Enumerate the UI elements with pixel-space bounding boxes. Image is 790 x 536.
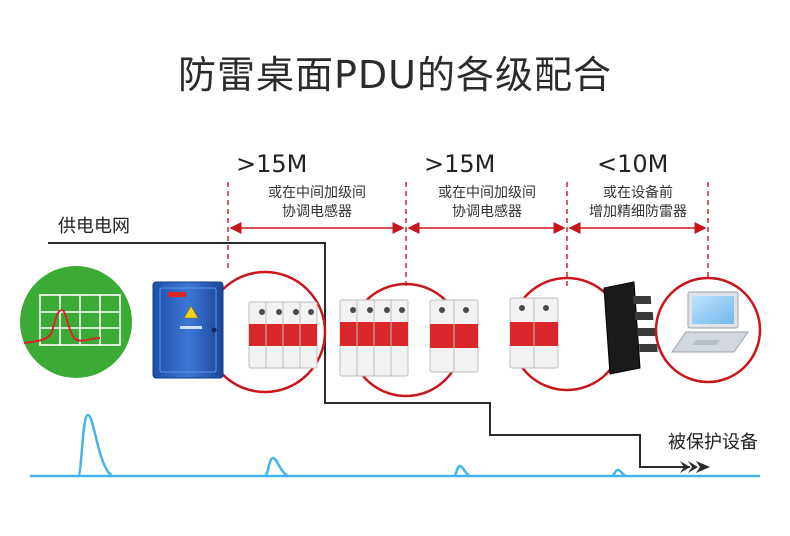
power-grid-icon bbox=[20, 266, 132, 378]
laptop-icon bbox=[671, 291, 749, 353]
segment-note-2-line1: 或在中间加级间 bbox=[438, 185, 536, 201]
surge-spike-4 bbox=[611, 468, 627, 478]
distance-label-3: <10M bbox=[597, 150, 669, 178]
surge-spike-2 bbox=[264, 456, 289, 478]
segment-note-2: 或在中间加级间 协调电感器 bbox=[408, 184, 566, 222]
segment-note-1-line1: 或在中间加级间 bbox=[268, 185, 366, 201]
surge-waveform bbox=[30, 413, 760, 478]
segment-note-3-line1: 或在设备前 bbox=[603, 185, 673, 201]
segment-note-2-line2: 协调电感器 bbox=[452, 204, 522, 220]
protected-equipment-label: 被保护设备 bbox=[668, 432, 758, 453]
page-title: 防雷桌面PDU的各级配合 bbox=[178, 53, 612, 97]
power-line bbox=[48, 242, 690, 468]
spd-module-2pole-1 bbox=[429, 299, 479, 373]
surge-spike-1 bbox=[76, 413, 113, 478]
segment-note-3-line2: 增加精细防雷器 bbox=[589, 204, 687, 220]
power-grid-label: 供电电网 bbox=[58, 216, 130, 237]
segment-note-1: 或在中间加级间 协调电感器 bbox=[228, 184, 406, 222]
spd-module-2pole-2 bbox=[509, 297, 559, 369]
chevron-arrow-icon bbox=[680, 461, 710, 473]
spd-module-4pole-2 bbox=[339, 299, 409, 377]
spd-module-4pole-1 bbox=[248, 301, 318, 369]
segment-note-3: 或在设备前 增加精细防雷器 bbox=[568, 184, 708, 222]
distance-label-2: >15M bbox=[424, 150, 496, 178]
ring-equipment bbox=[654, 276, 762, 384]
distribution-box-icon bbox=[152, 281, 224, 379]
dashed-guides bbox=[227, 182, 709, 290]
segment-note-1-line2: 协调电感器 bbox=[282, 204, 352, 220]
surge-spike-3 bbox=[453, 464, 471, 478]
desktop-pdu-icon bbox=[603, 281, 658, 375]
distance-label-1: >15M bbox=[236, 150, 308, 178]
